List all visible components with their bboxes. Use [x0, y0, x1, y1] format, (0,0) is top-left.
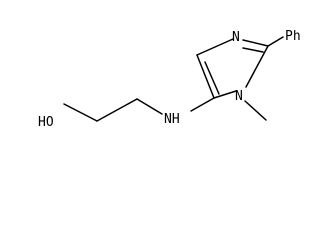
bond-c2-phenyl — [267, 36, 284, 47]
structure-diagram: N Ph N NH HO — [38, 29, 301, 130]
bond-c5-nh — [190, 97, 215, 112]
bond-n1-methyl — [244, 100, 267, 121]
amine-label: NH — [164, 112, 180, 127]
bond-n1-c5 — [213, 90, 237, 99]
bond-n3-c2 — [242, 39, 269, 47]
methyl-nitrogen-label: N — [235, 89, 243, 104]
bond-ch2-ch2 — [96, 98, 138, 122]
ring-nitrogen-label: N — [232, 30, 240, 45]
molecule-svg: N Ph N NH HO — [38, 29, 301, 130]
bond-c4-c5 — [196, 54, 215, 99]
bond-c4-n3 — [196, 38, 234, 56]
bond-c2-n1 — [245, 45, 269, 88]
hydroxyl-label: HO — [38, 115, 54, 130]
bond-c4-c5-inner — [204, 61, 220, 95]
bond-nh-ch2 — [136, 98, 163, 115]
bond-n3-c2-inner — [242, 47, 264, 53]
bond-ch2-oh — [63, 103, 98, 122]
phenyl-label: Ph — [285, 29, 301, 44]
